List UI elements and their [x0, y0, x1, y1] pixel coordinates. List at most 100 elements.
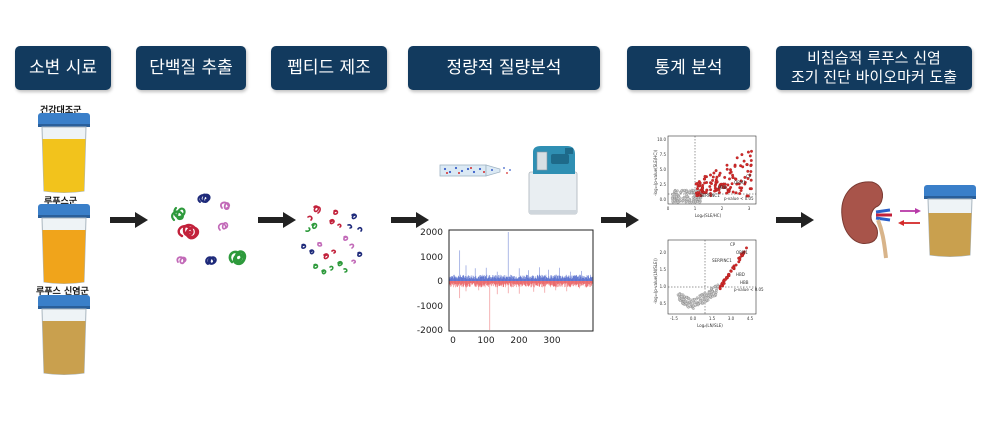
significant-point — [709, 194, 713, 198]
significant-point — [720, 284, 724, 288]
v2-annot-hbb: HBB — [740, 280, 749, 285]
urine-cup-result — [924, 185, 976, 257]
point — [672, 194, 676, 198]
significant-point — [717, 173, 721, 177]
point — [692, 188, 695, 192]
point — [684, 302, 688, 305]
significant-point — [701, 186, 704, 190]
step-peptide-preparation: 펩티드 제조 — [271, 46, 387, 90]
urine-cup-healthy — [38, 113, 90, 193]
v1-x-tick: 1 — [694, 206, 697, 211]
volcano-plot-ln-sle: -log₁₀(p-value(LN/SLE)) 2.0 1.5 1.0 0.5 … — [653, 239, 764, 328]
point — [689, 302, 693, 306]
significant-point — [699, 188, 703, 192]
point — [695, 297, 698, 301]
x-tick-0: 0 — [450, 336, 456, 346]
significant-point — [734, 191, 738, 195]
v1-annot-cp: CP — [746, 174, 752, 179]
point — [692, 304, 695, 308]
significant-point — [745, 246, 748, 250]
x-tick-100: 100 — [477, 336, 494, 346]
point — [698, 201, 701, 204]
significant-point — [731, 266, 735, 270]
volcano1-frame — [667, 135, 757, 205]
v2-x-tick: -1.5 — [670, 316, 678, 321]
point — [686, 304, 689, 308]
point — [710, 290, 714, 293]
volcano-plot-sle-hc: -log₁₀(p-value(SLE/HC)) 10.0 7.5 5.0 2.5… — [653, 135, 757, 218]
significant-point — [741, 165, 745, 169]
significant-point — [728, 187, 732, 191]
significant-point — [702, 177, 706, 181]
significant-point — [749, 178, 753, 182]
point — [673, 199, 676, 202]
significant-point — [725, 191, 729, 195]
significant-point — [738, 192, 742, 195]
significant-point — [750, 149, 753, 153]
v2-y-tick: 2.0 — [660, 250, 667, 255]
significant-point — [712, 171, 716, 175]
step-label-line1: 비침습적 루푸스 신염 — [807, 49, 941, 67]
significant-point — [702, 191, 706, 195]
point — [711, 295, 715, 298]
v2-x-tick: 0.0 — [690, 316, 697, 321]
point — [685, 295, 688, 299]
step-protein-extraction: 단백질 추출 — [136, 46, 246, 90]
significant-point — [698, 183, 702, 187]
volcano2-points — [676, 246, 748, 310]
point — [684, 299, 688, 303]
significant-point — [717, 191, 721, 194]
point — [681, 293, 685, 297]
significant-point — [735, 156, 739, 160]
v2-y-tick: 0.5 — [660, 301, 667, 306]
significant-point — [715, 180, 719, 184]
step-label: 단백질 추출 — [149, 57, 233, 78]
point — [703, 300, 707, 303]
v2-annot-serpinc1: SERPINC1 — [712, 258, 732, 263]
arrow-right-icon — [776, 212, 814, 228]
arrow-right-icon — [601, 212, 639, 228]
significant-point — [727, 272, 730, 276]
point — [680, 189, 683, 193]
v1-y-tick: 2.5 — [660, 182, 667, 187]
y-tick-2000: 2000 — [420, 228, 443, 238]
point — [678, 199, 682, 202]
sample-label-nephritis: 루푸스 신염군 — [36, 287, 89, 297]
point — [688, 191, 691, 194]
point — [701, 301, 704, 305]
significant-point — [713, 189, 717, 193]
v2-annot-hbd: HBD — [736, 272, 745, 277]
y-tick-minus-1000: -1000 — [417, 302, 443, 312]
significant-point — [715, 175, 719, 179]
point — [681, 302, 685, 306]
significant-point — [715, 187, 719, 191]
v1-annot-orm1: ORM1 — [734, 180, 746, 185]
point — [684, 197, 687, 200]
y-tick-1000: 1000 — [420, 253, 443, 263]
v1-y-tick: 0.0 — [660, 197, 667, 202]
v2-x-tick: 4.5 — [747, 316, 754, 321]
v2-x-tick: 1.5 — [709, 316, 716, 321]
v1-x-tick: 2 — [721, 206, 724, 211]
significant-point — [749, 187, 753, 191]
volcano2-frame — [667, 239, 757, 315]
point — [691, 196, 695, 199]
significant-point — [743, 182, 747, 186]
point — [676, 189, 679, 192]
significant-point — [729, 170, 733, 174]
point — [681, 199, 685, 203]
significant-point — [739, 189, 743, 192]
bar-series — [449, 232, 593, 330]
significant-point — [740, 153, 744, 157]
point — [680, 295, 683, 298]
point — [714, 293, 718, 296]
step-label: 펩티드 제조 — [287, 57, 371, 78]
significant-point — [748, 173, 752, 177]
peptide-fragments-icon — [301, 205, 363, 275]
point — [698, 198, 702, 202]
point — [678, 293, 681, 296]
significant-point — [746, 150, 750, 154]
volcano2-x-label: Log₂(LN/SLE) — [697, 323, 723, 328]
point — [701, 295, 705, 298]
step-biomarker-discovery: 비침습적 루푸스 신염 조기 진단 바이오마커 도출 — [776, 46, 972, 90]
